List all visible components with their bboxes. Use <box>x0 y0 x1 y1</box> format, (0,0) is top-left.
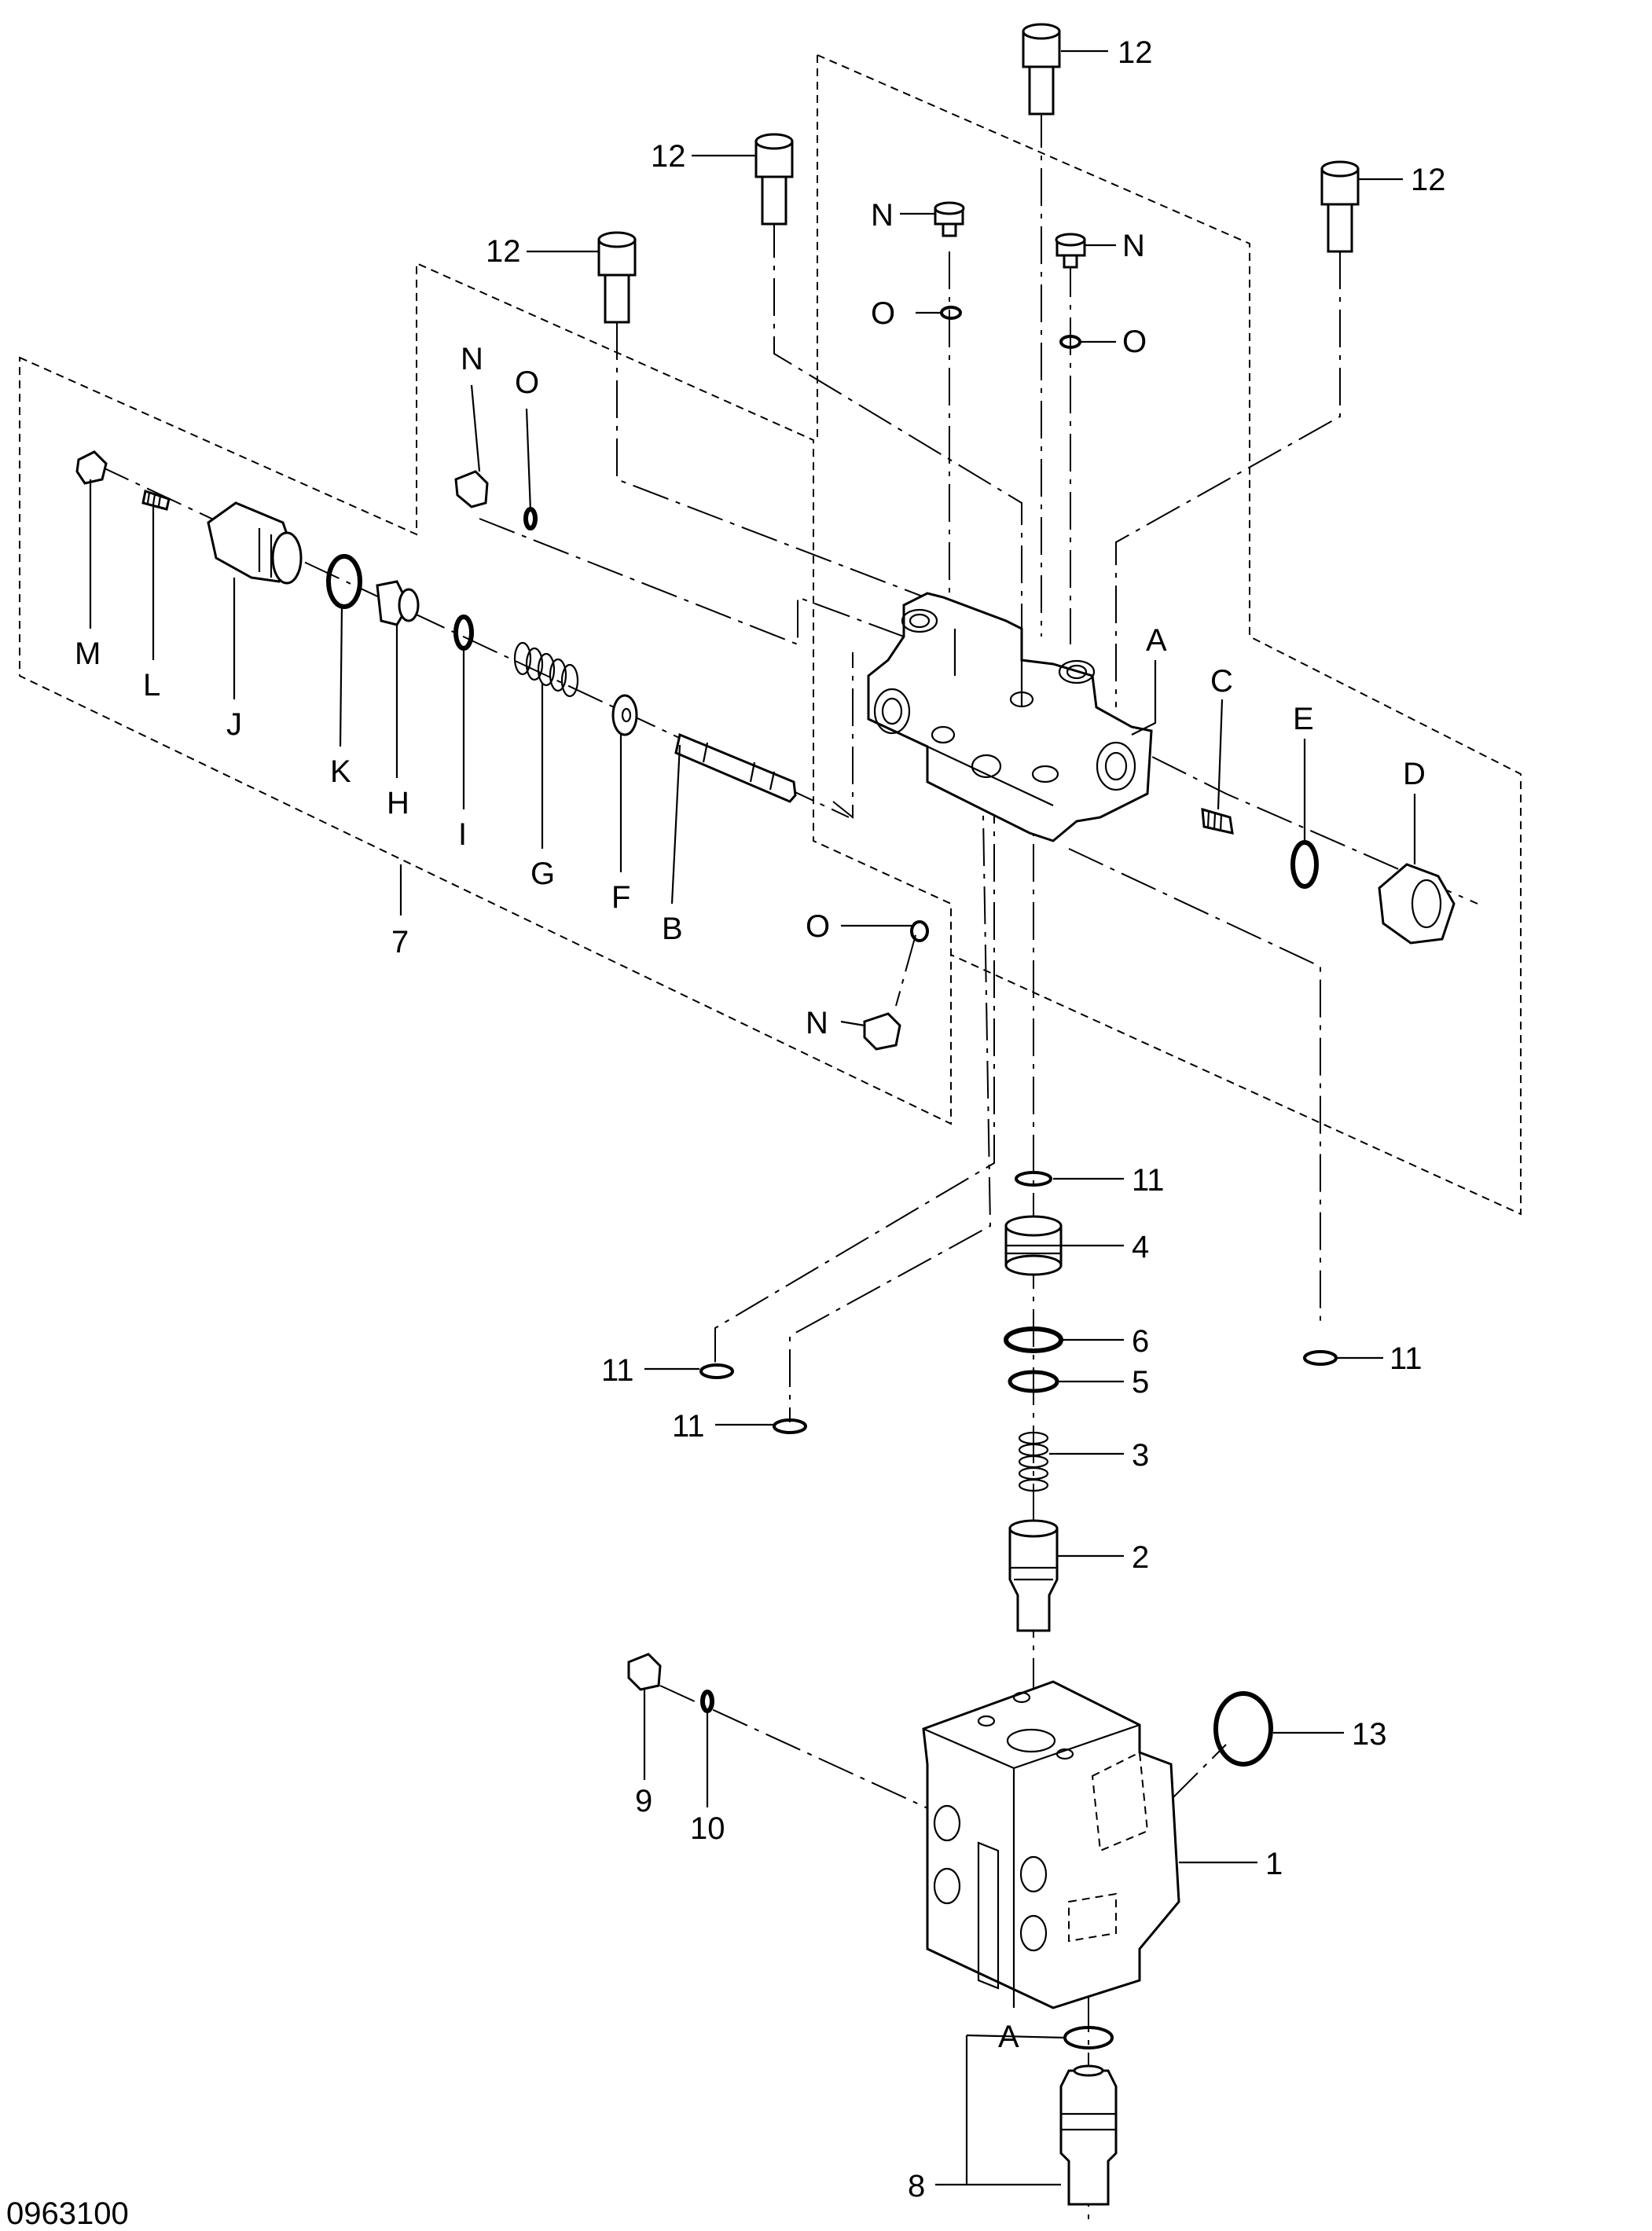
label-k: K <box>330 754 351 789</box>
part-13-oring <box>1213 1691 1273 1767</box>
label-11: 11 <box>601 1353 634 1388</box>
label-f: F <box>611 880 630 915</box>
label-n: N <box>871 198 894 233</box>
label-c: C <box>1210 664 1233 699</box>
label-d: D <box>1403 757 1426 791</box>
part-l-screw <box>141 490 171 511</box>
label-4: 4 <box>1132 1230 1149 1264</box>
upper-plugs <box>934 201 1086 349</box>
part-4-plug <box>1004 1215 1063 1276</box>
label-5: 5 <box>1132 1365 1149 1400</box>
drawing-code: 0963100 <box>6 2196 129 2231</box>
parts-lower <box>627 1653 1273 2206</box>
part-e-oring <box>1290 840 1319 889</box>
label-i: I <box>458 817 467 852</box>
part-11-oring-d <box>1303 1350 1338 1366</box>
bolt-left <box>597 231 637 324</box>
bolt-upper-left <box>754 133 794 226</box>
parts-right <box>1201 807 1456 945</box>
label-a: A <box>1146 623 1167 658</box>
label-6: 6 <box>1132 1324 1149 1359</box>
label-2: 2 <box>1132 1540 1149 1575</box>
part-11-oring-c <box>773 1418 807 1434</box>
part-d-plug <box>1378 863 1456 945</box>
leader-lines <box>89 50 1416 2186</box>
bolt-top-center <box>1022 23 1061 116</box>
label-m: M <box>75 637 101 671</box>
label-o: O <box>515 365 539 400</box>
part-k-oring <box>326 554 362 609</box>
label-a: A <box>998 2020 1019 2054</box>
label-12: 12 <box>1118 35 1153 70</box>
label-11: 11 <box>1132 1163 1165 1198</box>
label-b: B <box>662 912 683 946</box>
bolt-right <box>1320 160 1360 253</box>
part-6-ring <box>1004 1326 1063 1353</box>
part-5-oring <box>1008 1370 1059 1393</box>
label-e: E <box>1293 702 1314 736</box>
assembly-boundary-7 <box>19 262 952 1125</box>
label-13: 13 <box>1352 1717 1387 1752</box>
label-9: 9 <box>635 1784 652 1818</box>
label-12: 12 <box>486 234 521 269</box>
part-11-oring-b <box>699 1363 734 1379</box>
label-8: 8 <box>908 2169 925 2203</box>
label-11: 11 <box>672 1409 705 1444</box>
label-o: O <box>806 909 830 944</box>
label-j: J <box>226 707 242 742</box>
assembly-boundary-upper <box>817 54 1522 1216</box>
label-n: N <box>1122 229 1145 263</box>
label-12: 12 <box>1411 163 1446 197</box>
part-i-oring <box>453 615 474 651</box>
parts-lower-no <box>863 920 929 1051</box>
lower-body-1 <box>922 1680 1180 2009</box>
part-n-plug-upper <box>454 470 489 508</box>
label-12: 12 <box>651 139 686 174</box>
label-l: L <box>143 668 160 703</box>
part-f-washer <box>611 694 638 736</box>
label-3: 3 <box>1132 1438 1149 1473</box>
callout-labels: 12 12 12 12 N O N O N O A C E D M L J K … <box>6 35 1446 2231</box>
part-b-spool <box>674 732 797 803</box>
label-g: G <box>530 857 555 891</box>
center-stack <box>699 1171 1338 1632</box>
label-1: 1 <box>1265 1847 1283 1881</box>
part-g-spring <box>513 641 579 698</box>
part-m-plug <box>75 450 108 485</box>
label-10: 10 <box>690 1811 725 1846</box>
part-o-oring-upper <box>523 507 538 530</box>
part-10-oring <box>700 1690 714 1713</box>
part-2-cartridge <box>1008 1519 1059 1632</box>
label-n: N <box>461 342 483 376</box>
label-o: O <box>1122 325 1147 359</box>
part-8-cartridge <box>1059 2064 1118 2206</box>
part-c-screw <box>1201 807 1234 835</box>
upper-valve-block <box>867 592 1153 842</box>
label-11: 11 <box>1390 1341 1423 1376</box>
label-n: N <box>806 1006 828 1040</box>
label-7: 7 <box>391 925 409 960</box>
part-3-spring <box>1018 1431 1049 1492</box>
part-11-oring-a <box>1015 1171 1052 1187</box>
bolts-12 <box>597 23 1360 324</box>
label-o: O <box>871 296 895 331</box>
label-h: H <box>387 786 409 820</box>
parts-left-assembly <box>75 450 797 803</box>
part-9-plug <box>627 1653 662 1691</box>
